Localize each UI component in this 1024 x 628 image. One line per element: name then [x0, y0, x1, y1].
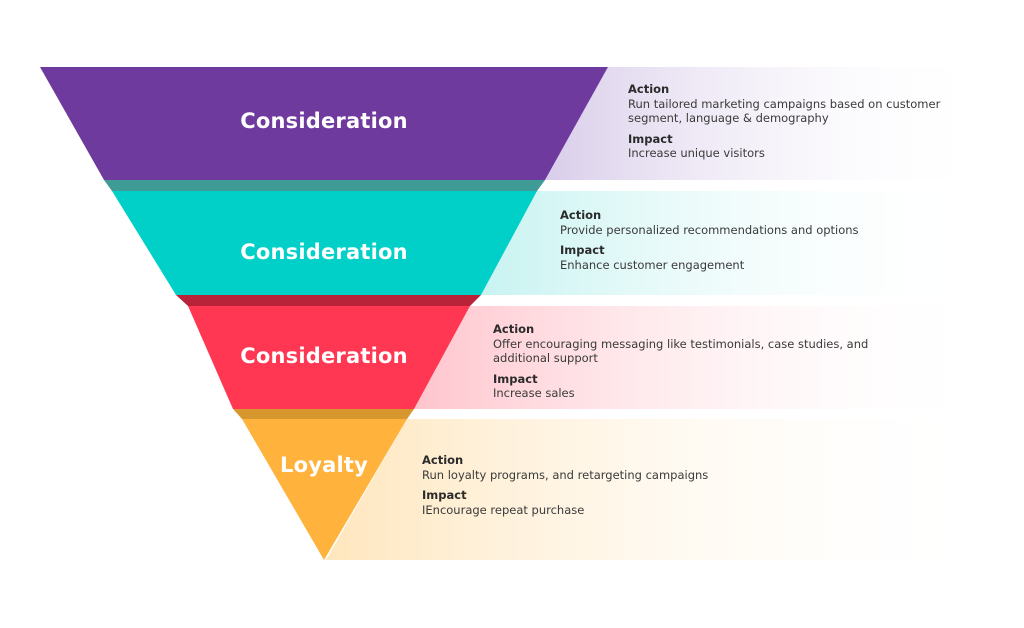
stage-1-desc-panel — [545, 67, 990, 180]
stage-4-desc-panel — [326, 419, 990, 560]
stage-3-action-text: Offer encouraging messaging like testimo… — [493, 336, 869, 366]
stage-2-action-text: Provide personalized recommendations and… — [560, 222, 859, 237]
stage-3-action-label: Action — [493, 322, 535, 336]
stage-2-depth-strip — [176, 295, 481, 306]
stage-3-title: Consideration — [240, 344, 408, 368]
stage-2-impact-label: Impact — [560, 243, 605, 257]
stage-2-description: Action Provide personalized recommendati… — [560, 208, 960, 272]
stage-2-action-label: Action — [560, 208, 602, 222]
stage-4-title: Loyalty — [280, 453, 368, 477]
stage-3-desc-panel — [414, 306, 990, 409]
stage-2-impact-text: Enhance customer engagement — [560, 257, 745, 272]
stage-2-shape — [112, 191, 537, 295]
stage-1-depth-strip — [104, 180, 545, 191]
stage-1-shape — [40, 67, 608, 180]
stage-4-impact-text: IEncourage repeat purchase — [422, 502, 585, 517]
stage-1-impact-text: Increase unique visitors — [628, 146, 765, 160]
stage-3-depth-strip — [233, 409, 414, 419]
stage-3-impact-text: Increase sales — [493, 386, 575, 400]
stage-4-shape — [242, 419, 407, 560]
stage-4-action-text: Run loyalty programs, and retargeting ca… — [422, 467, 709, 482]
stage-3-impact-label: Impact — [493, 371, 538, 386]
stage-2-title: Consideration — [240, 240, 408, 264]
stage-4-description: Action Run loyalty programs, and retarge… — [422, 453, 842, 517]
stage-3-description: Action Offer encouraging messaging like … — [493, 322, 888, 401]
stage-3-shape — [188, 306, 470, 409]
stage-1-title: Consideration — [240, 109, 408, 133]
stage-4-action-label: Action — [422, 453, 464, 467]
stage-4-impact-label: Impact — [422, 488, 467, 502]
stage-1-description: Action Run tailored marketing campaigns … — [628, 82, 968, 161]
stage-1-action-label: Action — [628, 82, 670, 96]
stage-2-desc-panel — [481, 191, 990, 295]
stage-1-impact-label: Impact — [628, 131, 673, 146]
stage-1-action-text: Run tailored marketing campaigns based o… — [628, 96, 941, 126]
